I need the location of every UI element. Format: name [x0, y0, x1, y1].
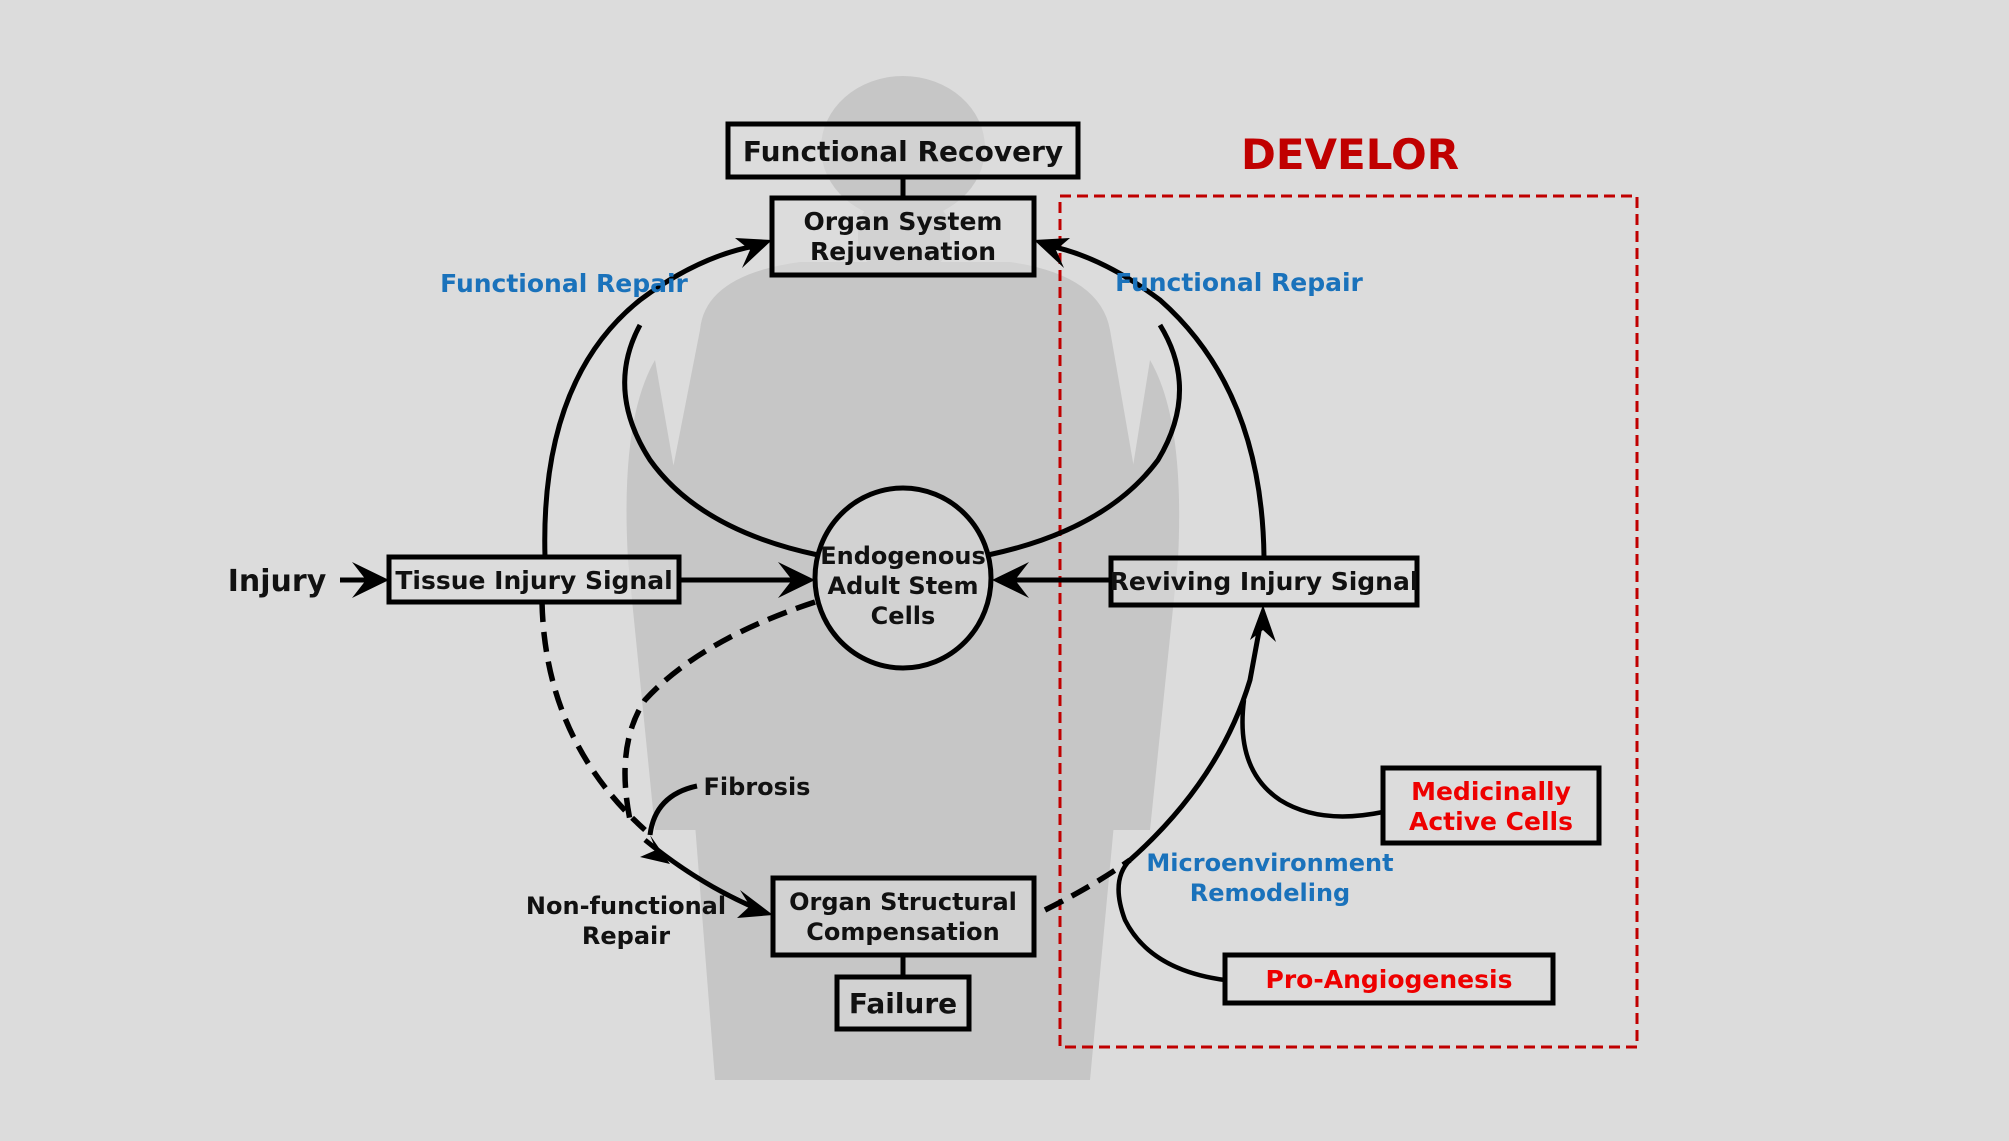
stem-cells-ellipse — [812, 485, 994, 671]
node-organ-structural-compensation[interactable]: Organ Structural Compensation — [770, 875, 1037, 958]
failure-box — [834, 974, 972, 1032]
functional-repair-left-label: Functional Repair — [440, 269, 688, 298]
node-endogenous-adult-stem-cells[interactable]: Endogenous Adult Stem Cells — [812, 485, 994, 671]
organ-system-rejuvenation-box — [769, 195, 1037, 278]
node-pro-angiogenesis[interactable]: Pro-Angiogenesis — [1222, 952, 1556, 1006]
medicinally-active-cells-box — [1380, 765, 1602, 846]
arrowhead-reviving — [1250, 605, 1276, 642]
organ-structural-compensation-box — [770, 875, 1037, 958]
edge-microenvironment-to-reviving — [1128, 614, 1265, 862]
edge-functional-repair-left — [542, 242, 761, 558]
organ-structural-compensation-line1: Organ Structural — [789, 888, 1017, 916]
connections — [340, 177, 1384, 983]
arrowhead-rejuvenation-right — [1034, 238, 1070, 268]
failure-label: Failure — [849, 987, 957, 1020]
edge-fibrosis — [647, 783, 698, 836]
pro-angiogenesis-label: Pro-Angiogenesis — [1266, 965, 1513, 994]
node-organ-system-rejuvenation[interactable]: Organ System Rejuvenation — [769, 195, 1037, 278]
edge-stem-loop-right — [987, 323, 1182, 558]
functional-repair-right-label: Functional Repair — [1115, 268, 1363, 297]
edge-pro-angiogenesis — [1116, 858, 1226, 983]
tissue-injury-signal-label: Tissue Injury Signal — [395, 566, 672, 595]
medicinally-active-cells-line2: Active Cells — [1409, 807, 1573, 836]
arrowhead-fibrosis — [640, 835, 670, 864]
node-reviving-injury-signal[interactable]: Reviving Injury Signal — [1108, 555, 1420, 608]
non-functional-repair-line1: Non-functional — [526, 892, 726, 920]
arrowhead-compensation — [737, 890, 773, 918]
injury-label: Injury — [228, 564, 327, 599]
node-functional-recovery[interactable]: Functional Recovery — [725, 121, 1081, 180]
develor-title: DEVELOR — [1241, 130, 1459, 179]
arrowhead-stem-left — [778, 562, 815, 598]
tissue-injury-signal-box — [386, 554, 682, 605]
arrowhead-stem-right — [992, 562, 1029, 598]
functional-recovery-label: Functional Recovery — [743, 135, 1063, 168]
reviving-injury-signal-label: Reviving Injury Signal — [1110, 567, 1419, 596]
stem-cells-line3: Cells — [871, 602, 936, 630]
edge-medicinal-cells — [1240, 699, 1384, 819]
medicinally-active-cells-line1: Medicinally — [1411, 777, 1571, 806]
edge-compensation-to-microenvironment — [1043, 857, 1132, 913]
node-failure[interactable]: Failure — [834, 974, 972, 1032]
microenvironment-remodeling-line1: Microenvironment — [1146, 849, 1393, 877]
non-functional-repair-line2: Repair — [582, 922, 670, 950]
fibrosis-label: Fibrosis — [704, 773, 811, 801]
edge-stem-loop-left — [622, 323, 819, 558]
edge-functional-repair-right — [1044, 242, 1267, 558]
stem-cells-line1: Endogenous — [820, 542, 986, 570]
node-tissue-injury-signal[interactable]: Tissue Injury Signal — [386, 554, 682, 605]
edge-stem-to-compensation — [622, 599, 816, 821]
arrowhead-injury — [352, 562, 389, 598]
organ-system-rejuvenation-line2: Rejuvenation — [810, 237, 996, 266]
functional-recovery-box — [725, 121, 1081, 180]
stem-cells-line2: Adult Stem — [828, 572, 979, 600]
microenvironment-remodeling-line2: Remodeling — [1190, 879, 1350, 907]
reviving-injury-signal-box — [1108, 555, 1420, 608]
organ-structural-compensation-line2: Compensation — [806, 918, 999, 946]
organ-system-rejuvenation-line1: Organ System — [804, 207, 1003, 236]
pro-angiogenesis-box — [1222, 952, 1556, 1006]
node-medicinally-active-cells[interactable]: Medicinally Active Cells — [1380, 765, 1602, 846]
edge-non-functional-repair — [539, 601, 647, 833]
arrowhead-rejuvenation-left — [735, 238, 772, 268]
